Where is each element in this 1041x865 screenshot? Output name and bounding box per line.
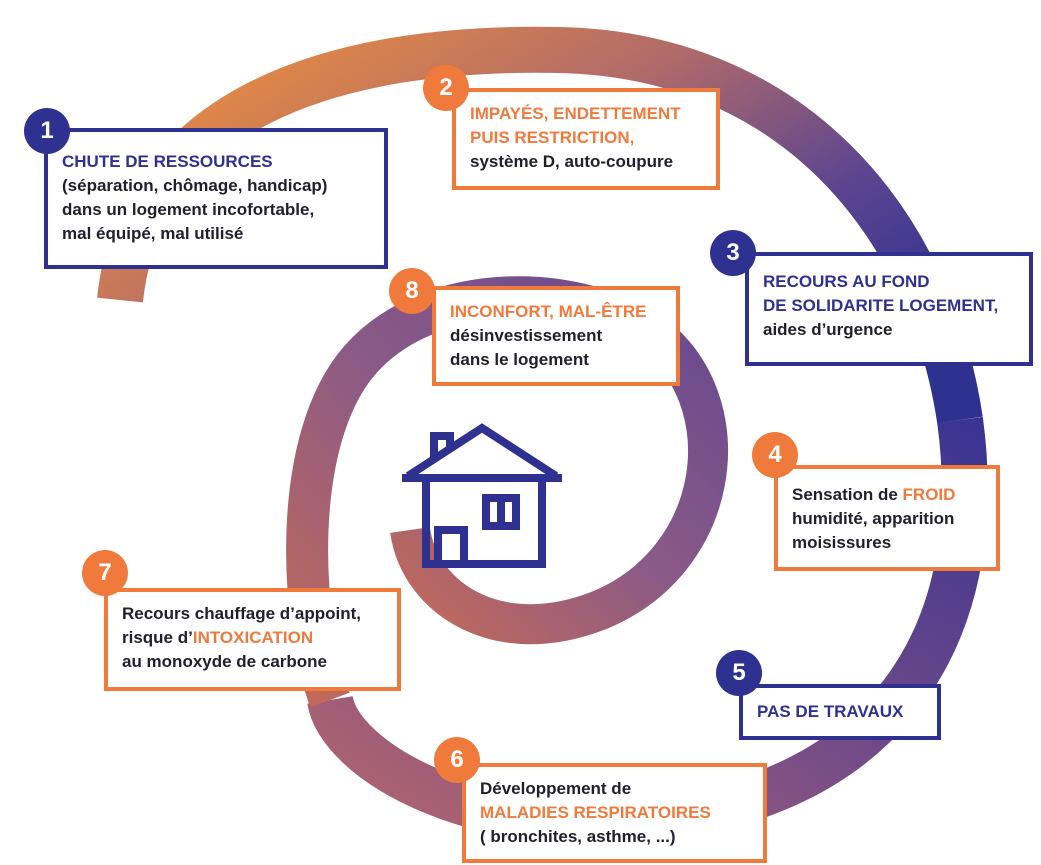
step-4-badge: 4 (752, 432, 798, 478)
step-7-highlight: INTOXICATION (192, 628, 314, 647)
step-1-line-3: dans un logement incofortable, (62, 200, 315, 219)
step-5-title: PAS DE TRAVAUX (757, 702, 904, 721)
step-1-line-2: (séparation, chômage, handicap) (62, 176, 328, 195)
step-2-badge: 2 (423, 65, 469, 111)
step-6-line-3: ( bronchites, asthme, ...) (480, 827, 676, 846)
step-3-badge: 3 (710, 230, 756, 276)
step-2-line-3: système D, auto-coupure (470, 152, 674, 171)
step-4-highlight: FROID (902, 485, 956, 504)
step-7-line-2: risque d’INTOXICATION (122, 628, 314, 647)
step-8-badge: 8 (389, 268, 435, 314)
step-2-title: IMPAYÉS, ENDETTEMENT (470, 104, 681, 123)
step-7-box: Recours chauffage d’appoint, risque d’IN… (104, 588, 401, 691)
step-5-box: PAS DE TRAVAUX (739, 684, 941, 740)
step-7-line-1: Recours chauffage d’appoint, (122, 604, 361, 623)
step-1-line-4: mal équipé, mal utilisé (62, 224, 244, 243)
step-6-line-1: Développement de (480, 779, 632, 798)
step-4-line-1: Sensation de FROID (792, 485, 956, 504)
step-6-box: Développement de MALADIES RESPIRATOIRES … (462, 763, 767, 863)
step-1-badge: 1 (24, 108, 70, 154)
step-8-line-3: dans le logement (450, 350, 589, 369)
step-8-title: INCONFORT, MAL-ÊTRE (450, 302, 647, 321)
step-3-box: RECOURS AU FOND DE SOLIDARITE LOGEMENT, … (745, 252, 1033, 366)
step-4-box: Sensation de FROID humidité, apparition … (774, 465, 1000, 571)
step-3-title: RECOURS AU FOND (763, 272, 930, 291)
step-7-line-3: au monoxyde de carbone (122, 652, 327, 671)
step-3-line-2: DE SOLIDARITE LOGEMENT, (763, 296, 999, 315)
step-7-badge: 7 (82, 550, 128, 596)
step-6-title: MALADIES RESPIRATOIRES (480, 803, 711, 822)
step-3-line-3: aides d’urgence (763, 320, 893, 339)
step-8-box: INCONFORT, MAL-ÊTRE désinvestissement da… (432, 286, 680, 386)
step-2-box: IMPAYÉS, ENDETTEMENT PUIS RESTRICTION, s… (452, 88, 720, 190)
step-4-line-3: moisissures (792, 533, 892, 552)
house-icon (402, 423, 562, 568)
step-6-badge: 6 (434, 737, 480, 783)
step-1-box: CHUTE DE RESSOURCES (séparation, chômage… (44, 128, 388, 269)
step-4-line-2: humidité, apparition (792, 509, 955, 528)
step-2-line-2: PUIS RESTRICTION, (470, 128, 635, 147)
step-5-badge: 5 (716, 650, 762, 696)
step-1-title: CHUTE DE RESSOURCES (62, 152, 273, 171)
step-8-line-2: désinvestissement (450, 326, 603, 345)
